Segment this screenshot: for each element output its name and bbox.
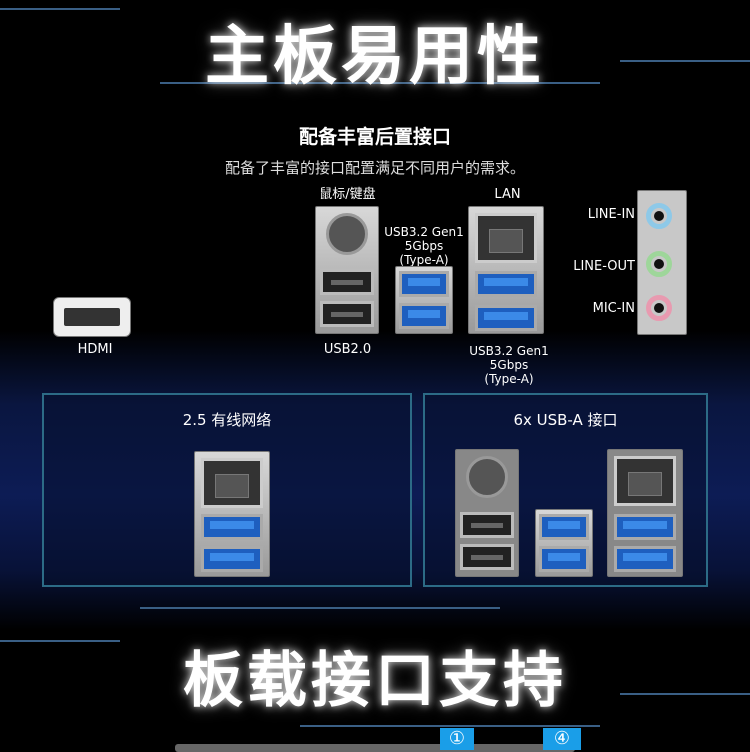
usb3-port-stack bbox=[395, 266, 453, 334]
callout-badge: ④ bbox=[543, 728, 581, 750]
hdmi-label: HDMI bbox=[77, 342, 113, 357]
decor-line bbox=[300, 725, 600, 727]
line-out-jack bbox=[646, 251, 672, 277]
main-heading: 主板易用性 bbox=[205, 20, 545, 94]
usb3-port bbox=[201, 514, 263, 540]
bottom-heading: 板载接口支持 bbox=[183, 646, 567, 716]
usb3-port-stack bbox=[535, 509, 593, 577]
lan-label: LAN bbox=[494, 187, 521, 202]
network-panel: 2.5 有线网络 bbox=[42, 393, 412, 587]
usb3-port bbox=[201, 546, 263, 572]
section-title: 配备丰富后置接口 bbox=[298, 126, 451, 148]
usb2-port bbox=[320, 269, 374, 295]
ps2-port bbox=[326, 213, 368, 255]
usb2-port bbox=[460, 544, 514, 570]
audio-jack-panel bbox=[637, 190, 687, 335]
decor-line bbox=[160, 82, 600, 84]
ethernet-port bbox=[614, 456, 676, 506]
usb2-port bbox=[320, 301, 374, 327]
decor-line bbox=[620, 693, 750, 695]
ps2-label: 鼠标/键盘 bbox=[319, 187, 376, 202]
usb3-port bbox=[539, 546, 589, 572]
usb3-port bbox=[475, 271, 537, 297]
lan-usb3-port-stack bbox=[194, 451, 270, 577]
panel-title: 6x USB-A 接口 bbox=[513, 411, 618, 429]
callout-badge: ① bbox=[440, 728, 474, 750]
usb20-label: USB2.0 bbox=[323, 342, 372, 357]
ps2-usb2-port-stack bbox=[315, 206, 379, 334]
decor-line bbox=[0, 640, 120, 642]
ps2-port bbox=[466, 456, 508, 498]
mic-in-jack bbox=[646, 295, 672, 321]
decor-line bbox=[0, 8, 120, 10]
usb3-port bbox=[399, 303, 449, 329]
usb2-port bbox=[460, 512, 514, 538]
hdmi-port bbox=[53, 297, 131, 337]
io-shield-strip bbox=[175, 744, 575, 752]
section-description: 配备了丰富的接口配置满足不同用户的需求。 bbox=[224, 159, 525, 177]
usb3-port bbox=[614, 514, 676, 540]
line-out-label: LINE-OUT bbox=[573, 259, 635, 274]
decor-line bbox=[620, 60, 750, 62]
decor-line bbox=[140, 607, 500, 609]
usb3-port bbox=[399, 271, 449, 297]
lan-usb3-port-stack bbox=[468, 206, 544, 334]
ps2-usb2-port-stack bbox=[455, 449, 519, 577]
usb3-port bbox=[614, 546, 676, 572]
line-in-label: LINE-IN bbox=[587, 207, 635, 222]
lan-usb3-port-stack bbox=[607, 449, 683, 577]
usb3-port bbox=[475, 305, 537, 331]
panel-title: 2.5 有线网络 bbox=[182, 411, 272, 429]
usb-panel: 6x USB-A 接口 bbox=[423, 393, 708, 587]
ethernet-port bbox=[475, 213, 537, 263]
mic-in-label: MIC-IN bbox=[592, 301, 635, 316]
line-in-jack bbox=[646, 203, 672, 229]
usb3-port bbox=[539, 514, 589, 540]
ethernet-port bbox=[201, 458, 263, 508]
